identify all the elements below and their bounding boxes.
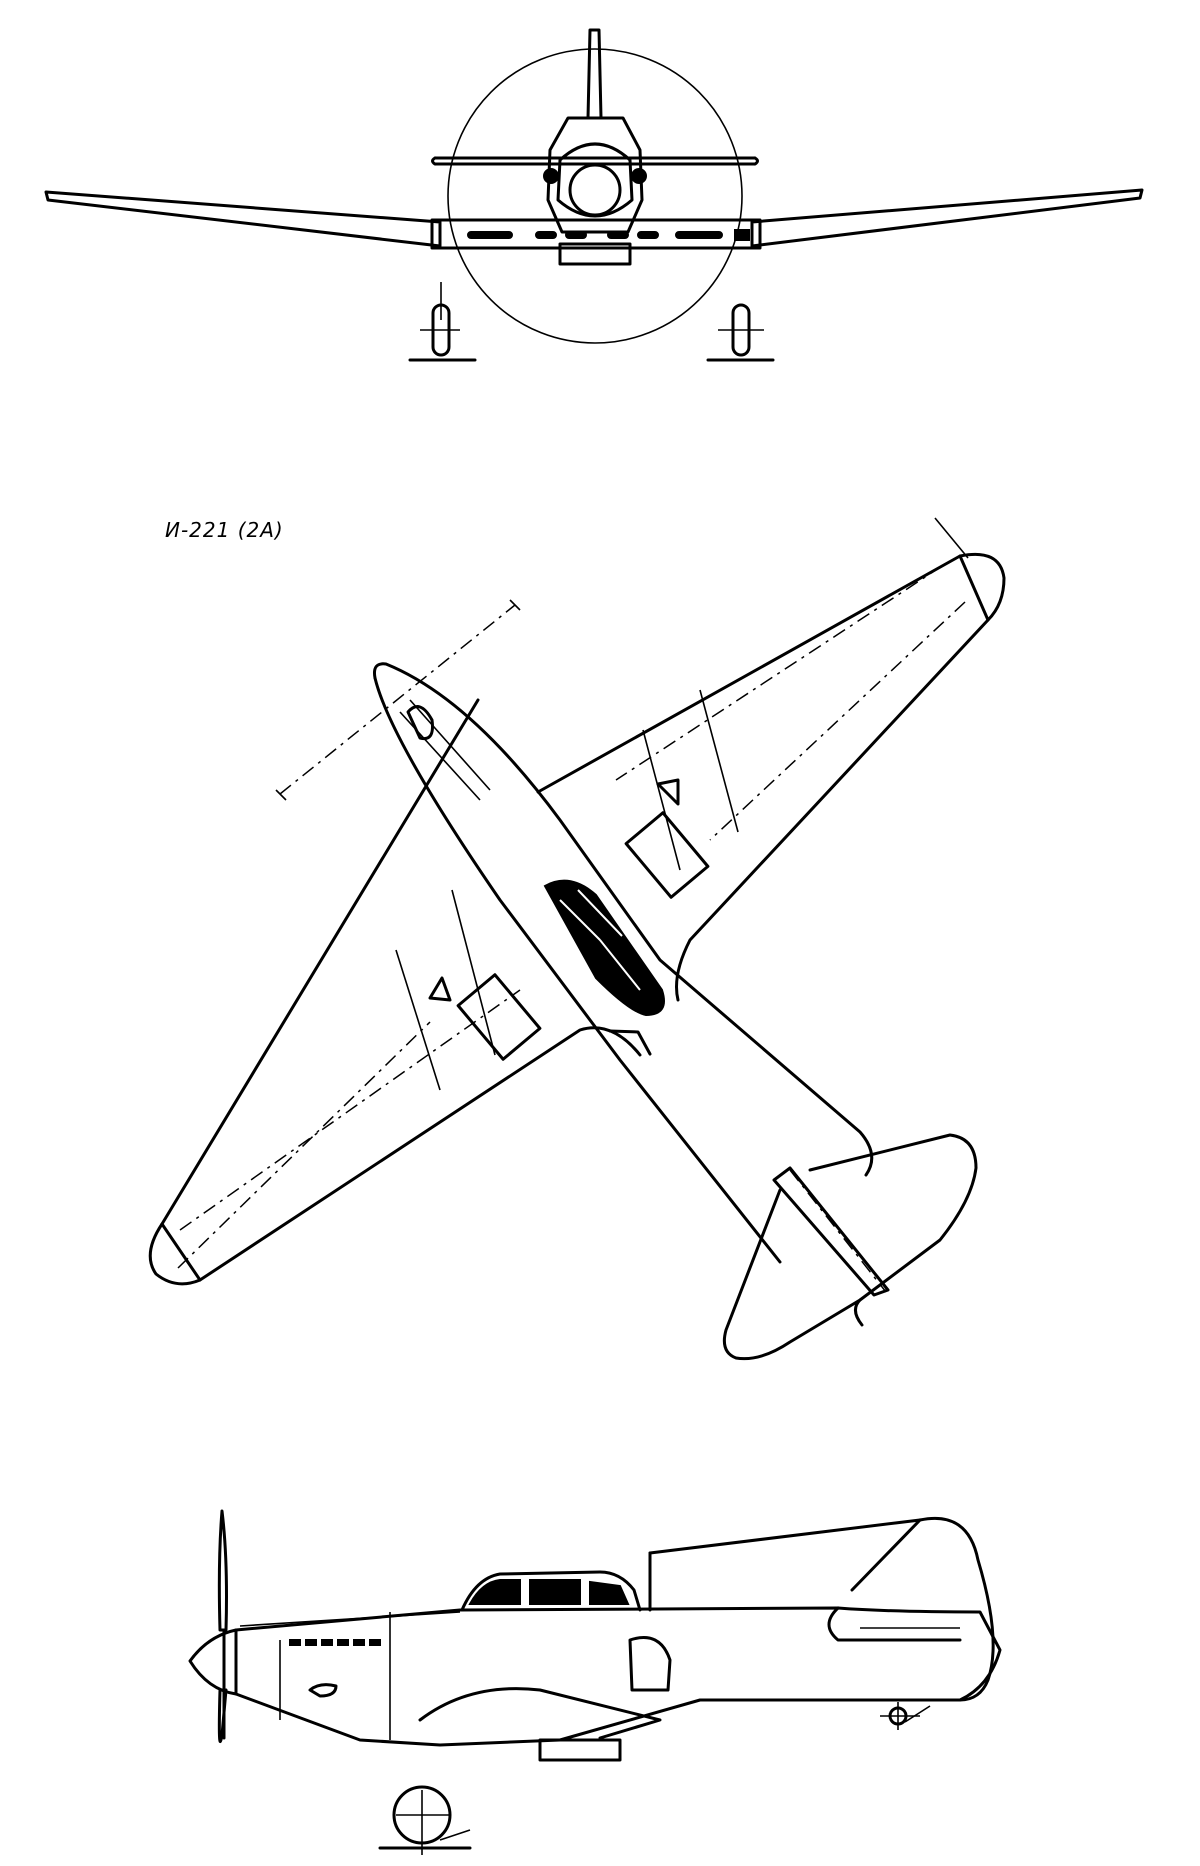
propeller-upper-blade [217, 1509, 228, 1632]
left-aileron-hinge [451, 889, 496, 1056]
canopy-top [543, 879, 665, 1017]
left-main-gear-front [408, 282, 477, 362]
left-stabilizer-top [722, 1188, 862, 1361]
fuselage-left-top [373, 676, 782, 1264]
propeller-disc [447, 48, 743, 344]
propeller-lower-blade [217, 1688, 228, 1743]
left-wing-access-panel [456, 973, 542, 1061]
exhaust-right [631, 168, 647, 184]
tail-wheel-side [880, 1702, 931, 1730]
right-wing-top [536, 552, 1006, 1002]
aircraft-designation: И-221 (2А) [165, 518, 284, 542]
front-view [44, 28, 1144, 362]
left-wing-root-trailing [608, 1029, 652, 1056]
exhaust-left [543, 168, 559, 184]
engine-cowling-front [556, 142, 634, 218]
main-wheel-side [378, 1785, 472, 1855]
right-main-gear-front [706, 303, 775, 362]
wing-root-side [418, 1687, 662, 1740]
left-wing-front [44, 190, 442, 248]
wing-center-section [430, 218, 762, 250]
canopy-glazing-side [468, 1579, 630, 1605]
fuselage-front [546, 116, 644, 234]
right-wing-access-panel [624, 811, 710, 899]
rudder-top [772, 1166, 890, 1297]
vertical-fin-front [586, 28, 603, 120]
top-view [148, 517, 1006, 1361]
ventral-radiator-front [558, 242, 632, 266]
cowl-intake-side [308, 1683, 338, 1698]
spinner-side [188, 1628, 238, 1696]
fuselage-side [234, 1606, 1002, 1747]
antenna-mast [934, 517, 969, 559]
stabilizer-front [431, 156, 759, 166]
right-wing-light [656, 778, 680, 806]
left-wing-light [428, 976, 452, 1002]
exhaust-stubs-side [289, 1639, 381, 1646]
stabilizer-side [827, 1606, 962, 1642]
right-stabilizer-top [808, 1133, 978, 1327]
left-wing-top [148, 698, 642, 1286]
side-view [188, 1509, 1002, 1855]
fin-leading-edge [850, 1518, 922, 1592]
vertical-fin-side [648, 1516, 995, 1702]
fuselage-right-top [373, 662, 874, 1177]
fuselage-hatch-side [628, 1636, 672, 1692]
right-wing-front [750, 188, 1144, 248]
spinner-front [568, 163, 622, 217]
ventral-radiator-side [538, 1738, 622, 1762]
right-aileron-hinge [699, 689, 739, 833]
dimension-line [279, 604, 516, 795]
canopy-side [460, 1570, 642, 1612]
